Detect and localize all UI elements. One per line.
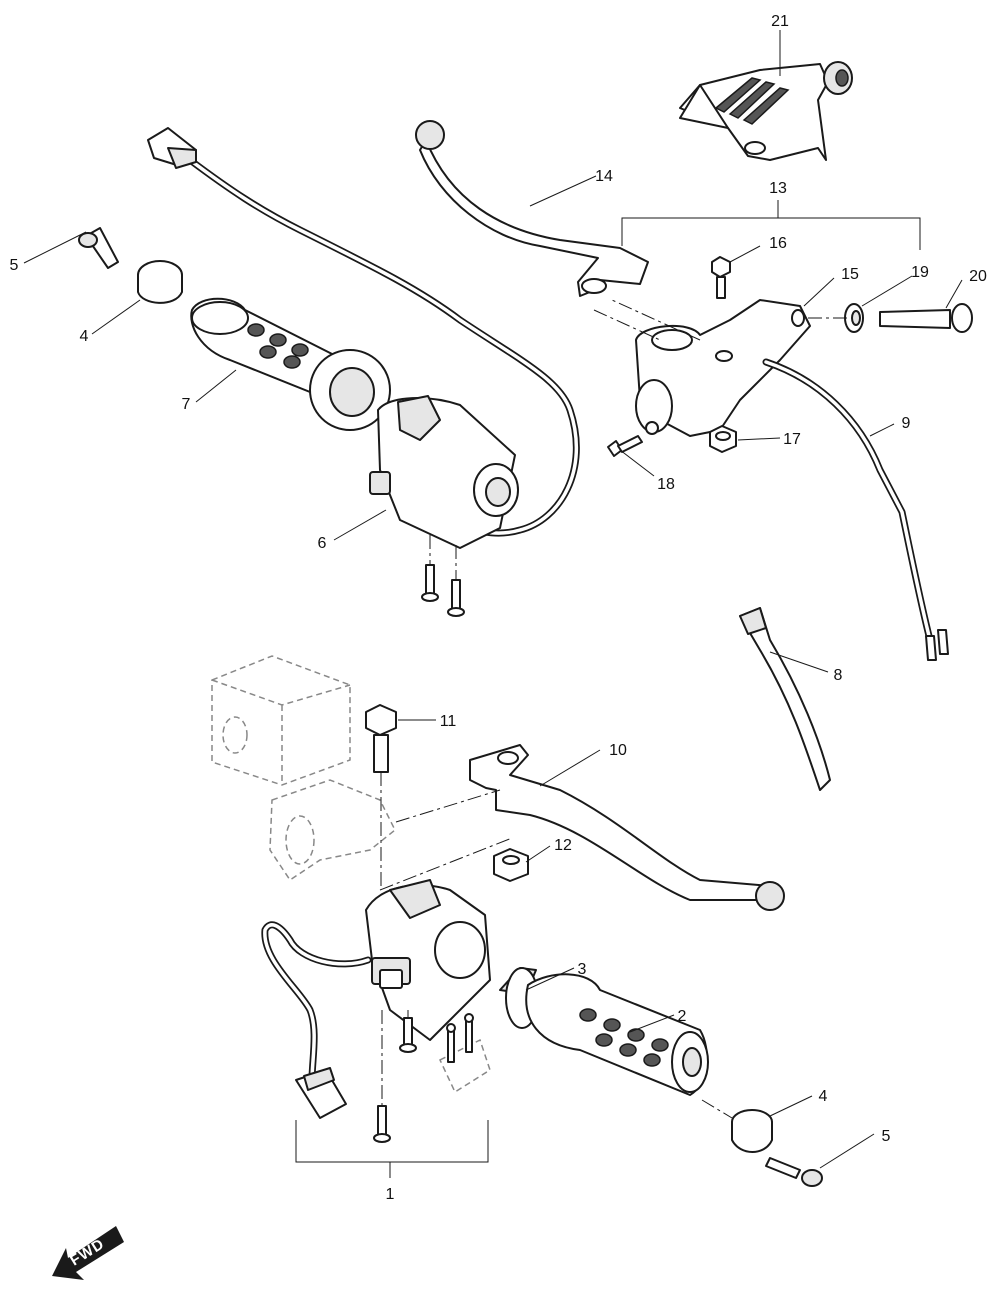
nut-part-12 bbox=[493, 848, 529, 882]
callout-8: 8 bbox=[834, 667, 843, 684]
switch-screws-lower bbox=[373, 1010, 417, 1143]
grip-part-7 bbox=[190, 297, 391, 431]
callout-7: 7 bbox=[182, 396, 191, 413]
callout-18: 18 bbox=[657, 476, 675, 493]
bolt-part-5-upper bbox=[78, 227, 119, 269]
cable-tie-part-8 bbox=[739, 607, 831, 791]
callout-15: 15 bbox=[841, 266, 859, 283]
callout-17: 17 bbox=[783, 431, 801, 448]
callout-21: 21 bbox=[771, 13, 789, 30]
callout-6: 6 bbox=[318, 535, 327, 552]
nut-part-17 bbox=[709, 425, 737, 453]
callout-19: 19 bbox=[911, 264, 929, 281]
clutch-bracket-part-15 bbox=[635, 299, 811, 437]
lever-cover-part-21 bbox=[679, 61, 853, 161]
callout-3: 3 bbox=[578, 961, 587, 978]
switch-housing-part-6 bbox=[369, 395, 519, 549]
callout-12: 12 bbox=[554, 837, 572, 854]
callout-2: 2 bbox=[678, 1008, 687, 1025]
bar-end-weight-part-4-lower bbox=[701, 1099, 773, 1153]
master-cylinder-reference-ghost bbox=[211, 655, 396, 882]
bracket-1 bbox=[295, 1120, 489, 1178]
bolt-part-16 bbox=[711, 256, 731, 299]
callout-10: 10 bbox=[609, 742, 627, 759]
right-switch-housing bbox=[365, 879, 491, 1041]
throttle-grip-part-2 bbox=[525, 973, 709, 1096]
callout-4-lower: 4 bbox=[819, 1088, 828, 1105]
clutch-switch-cable-part-9 bbox=[762, 358, 949, 661]
bar-end-weight-part-4-upper bbox=[137, 260, 183, 304]
callout-11: 11 bbox=[440, 713, 457, 730]
callout-9: 9 bbox=[902, 415, 911, 432]
washer-part-19 bbox=[844, 303, 864, 333]
bracket-13 bbox=[621, 200, 921, 250]
switch-screws-upper bbox=[421, 535, 465, 617]
pivot-bolt-part-11 bbox=[365, 704, 397, 890]
bolt-part-5-lower bbox=[765, 1157, 823, 1187]
callout-16: 16 bbox=[769, 235, 787, 252]
clutch-lever-part-14 bbox=[415, 120, 649, 297]
callout-14: 14 bbox=[595, 168, 613, 185]
callout-20: 20 bbox=[969, 268, 987, 285]
callout-13: 13 bbox=[769, 180, 787, 197]
right-switch-wire-harness bbox=[261, 921, 372, 1119]
callout-4-upper: 4 bbox=[80, 328, 89, 345]
leader-lines bbox=[23, 30, 963, 1169]
adjuster-bolt-part-20 bbox=[879, 303, 973, 333]
callout-labels: 21 14 13 16 15 19 20 5 4 7 6 9 17 18 8 1… bbox=[10, 13, 987, 1203]
callout-1: 1 bbox=[386, 1186, 395, 1203]
bolt-part-18 bbox=[607, 421, 659, 457]
brake-switch-clip bbox=[439, 1013, 491, 1094]
forward-direction-arrow-icon: FWD bbox=[52, 1226, 124, 1280]
callout-5-upper: 5 bbox=[10, 257, 19, 274]
brake-lever-part-10 bbox=[469, 744, 785, 911]
callout-5-lower: 5 bbox=[882, 1128, 891, 1145]
upper-switch-wire-harness bbox=[147, 127, 580, 537]
